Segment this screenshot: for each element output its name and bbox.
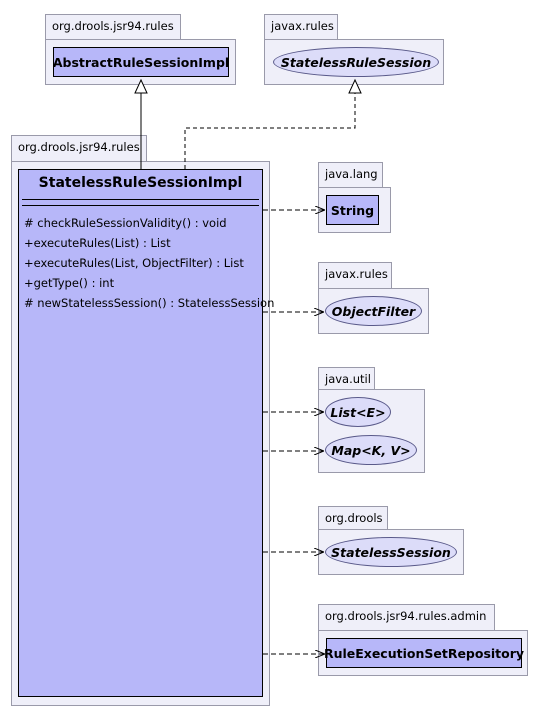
class-title: StatelessRuleSessionImpl [38, 175, 243, 191]
class-stateless-rule-session-impl[interactable]: StatelessRuleSessionImpl # checkRuleSess… [18, 169, 274, 697]
package-tab-org-drools: org.drools [318, 506, 388, 532]
class-abstract-rule-session-impl[interactable]: AbstractRuleSessionImpl [53, 47, 229, 77]
package-tab-javax-rules: javax.rules [318, 262, 392, 289]
operation-get-type: +getType() : int [24, 276, 115, 290]
operation-separator [22, 205, 259, 206]
operation-new-stateless-session: # newStatelessSession() : StatelessSessi… [24, 296, 275, 310]
package-tab-drools-jsr94-rules-top: org.drools.jsr94.rules [45, 14, 181, 40]
class-rule-execution-set-repository[interactable]: RuleExecutionSetRepository [324, 638, 524, 668]
package-tab-java-lang: java.lang [318, 162, 383, 188]
attribute-separator [22, 199, 259, 200]
interface-object-filter[interactable]: ObjectFilter [325, 296, 422, 326]
realization-edge [184, 78, 362, 169]
class-string[interactable]: String [326, 195, 379, 225]
operation-check-rule-session-validity: # checkRuleSessionValidity() : void [24, 216, 227, 230]
interface-stateless-rule-session[interactable]: StatelessRuleSession [273, 47, 439, 77]
interface-stateless-session[interactable]: StatelessSession [325, 537, 457, 567]
package-tab-drools-jsr94-rules-admin: org.drools.jsr94.rules.admin [318, 604, 495, 631]
interface-list[interactable]: List<E> [325, 397, 391, 427]
operation-execute-rules: +executeRules(List) : List [24, 236, 171, 250]
generalization-edge [134, 78, 148, 169]
operation-execute-rules-filter: +executeRules(List, ObjectFilter) : List [24, 256, 244, 270]
interface-map[interactable]: Map<K, V> [325, 435, 417, 465]
